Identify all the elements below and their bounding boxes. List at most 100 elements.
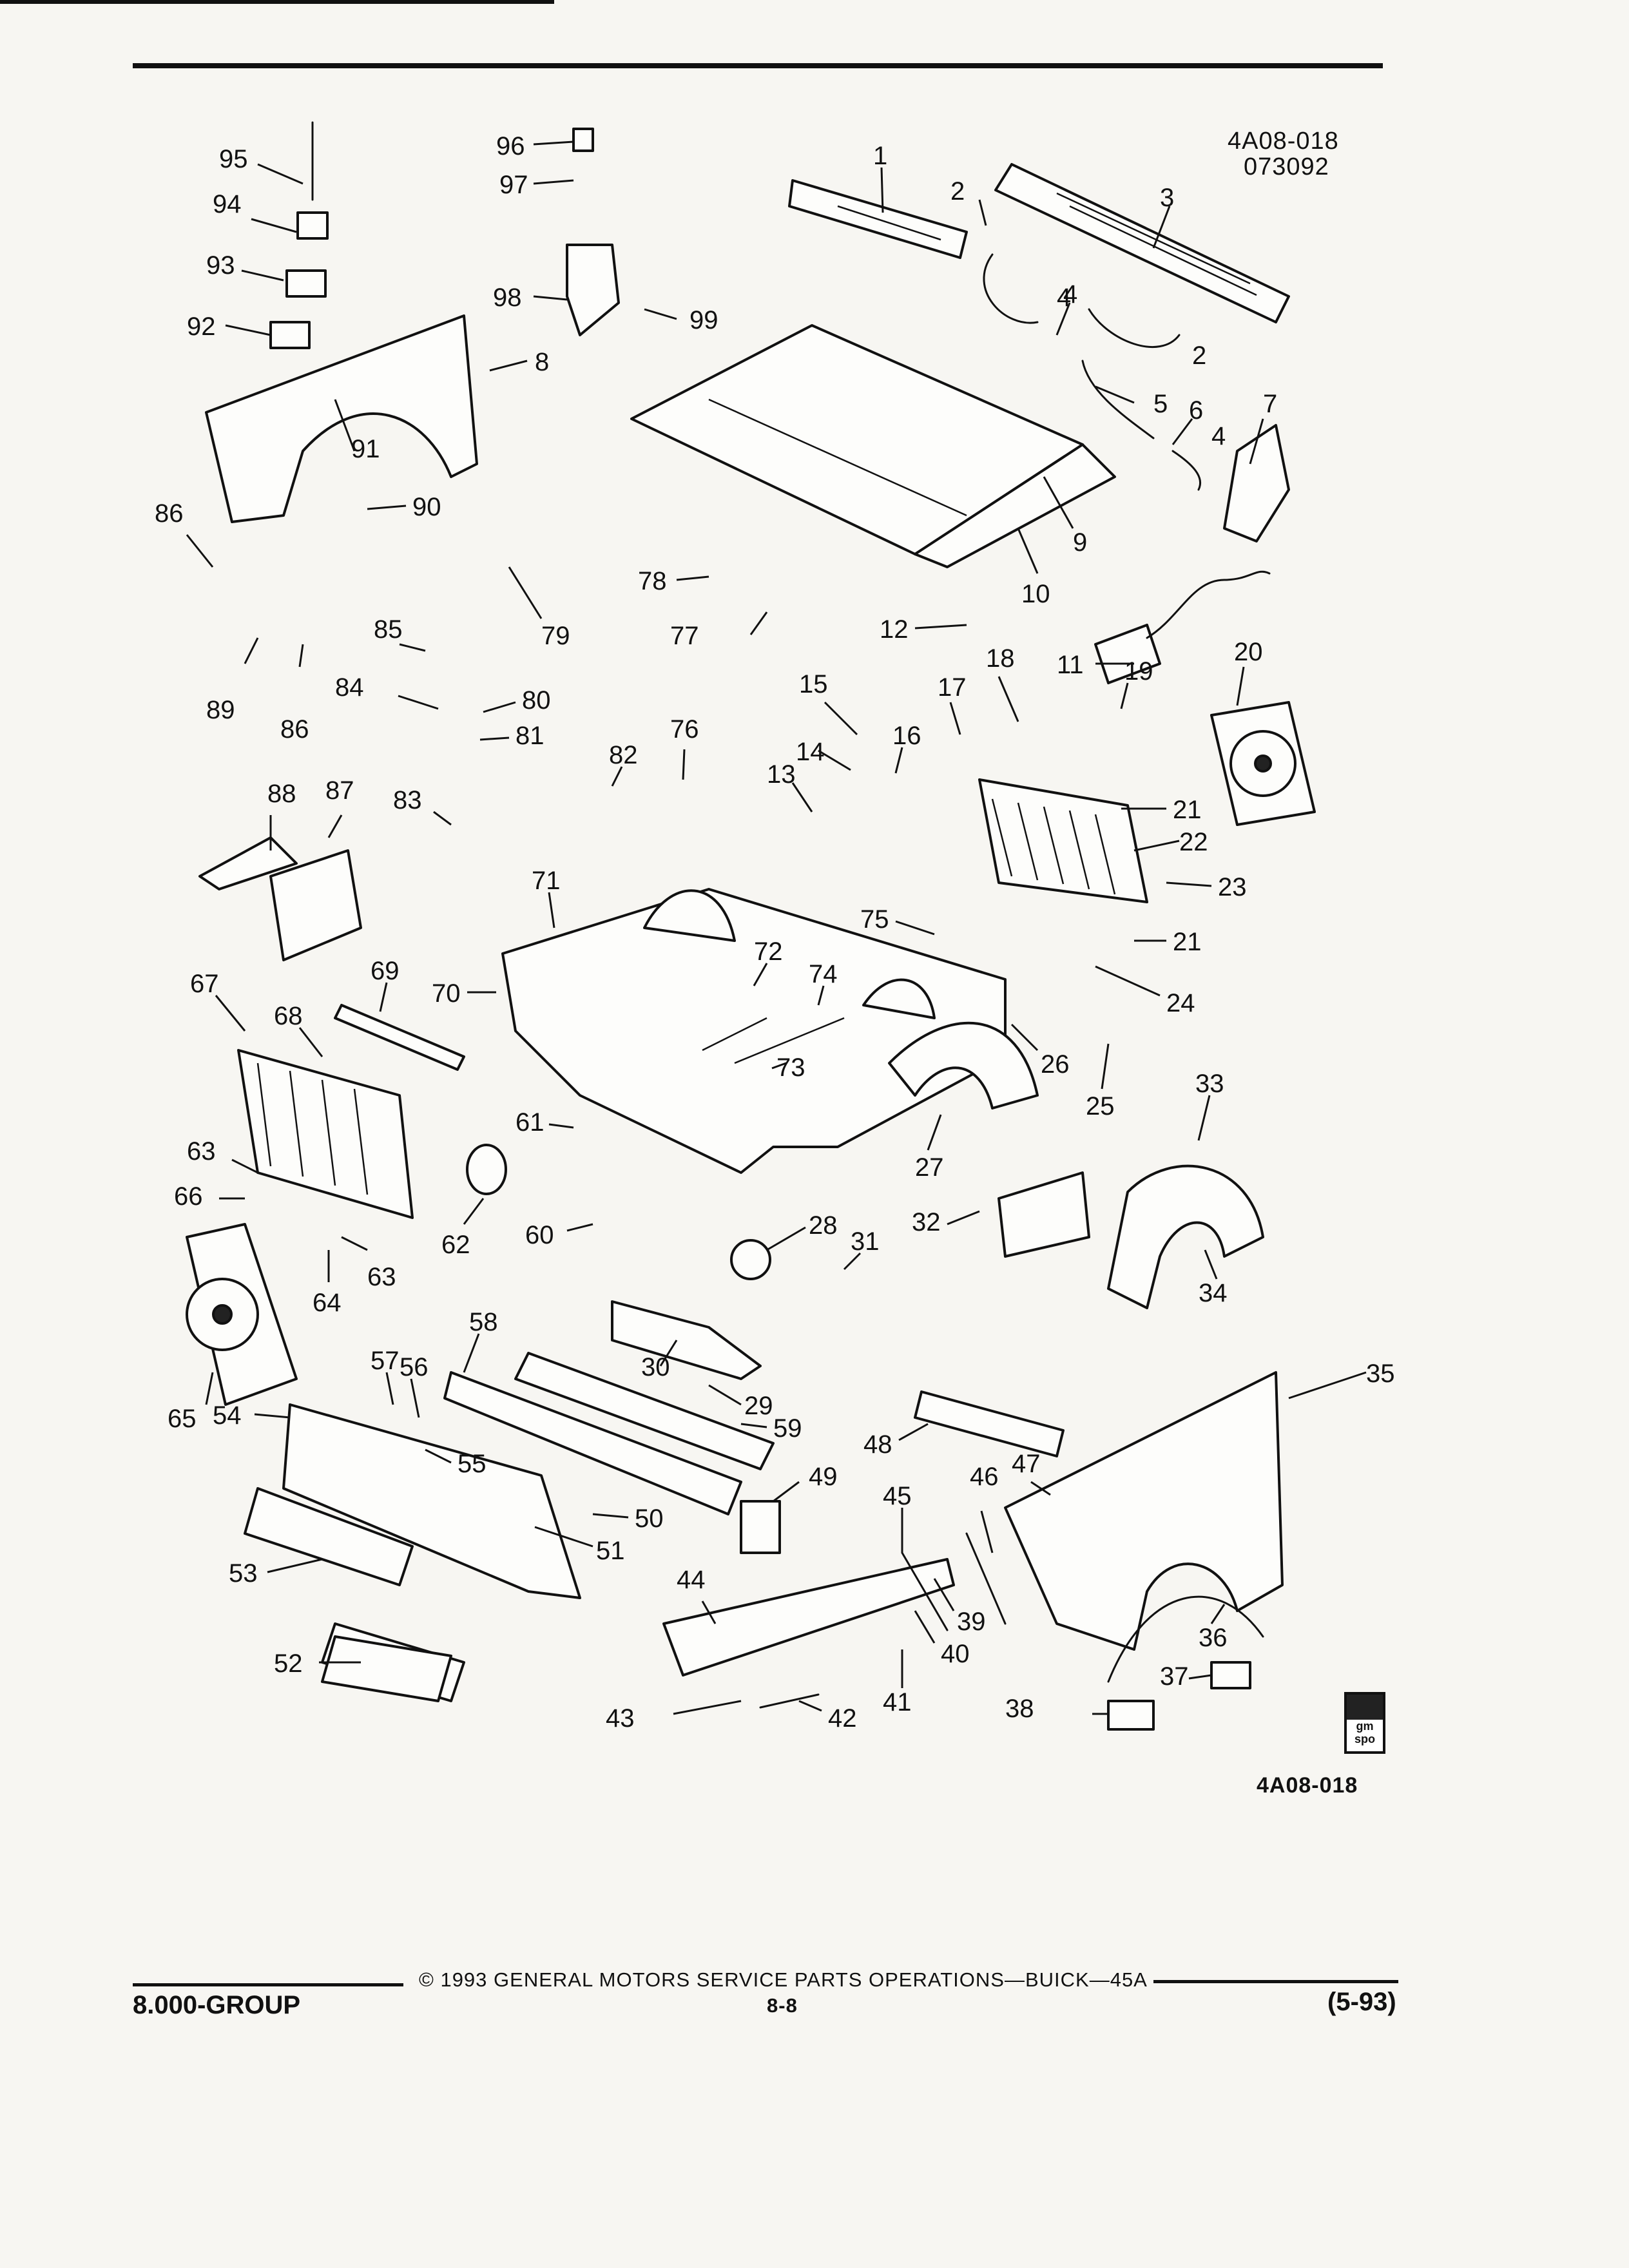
callout-5: 5 [1153, 390, 1168, 418]
figure-code-bottom: 4A08-018 [1257, 1773, 1358, 1798]
coolant-reservoir [1223, 424, 1290, 543]
radiator-left [237, 1049, 414, 1219]
callout-31: 31 [851, 1227, 880, 1256]
callout-36: 36 [1199, 1624, 1228, 1652]
callout-4c: 4 [1057, 284, 1071, 312]
callout-73: 73 [776, 1053, 805, 1082]
callout-97: 97 [499, 171, 528, 199]
callout-74: 74 [809, 960, 838, 988]
callout-65: 65 [168, 1405, 197, 1433]
callout-26: 26 [1041, 1050, 1070, 1079]
callout-67: 67 [190, 970, 219, 998]
callout-69: 69 [371, 957, 400, 985]
callout-88: 88 [267, 780, 296, 808]
illustration-code: 4A08-018 [1228, 128, 1339, 155]
gm-spo-logo: gm spo [1344, 1692, 1385, 1754]
radiator-right [978, 778, 1148, 903]
callout-34: 34 [1199, 1279, 1228, 1307]
callout-35: 35 [1366, 1360, 1395, 1388]
hood-latch-rod [269, 121, 329, 349]
revision-date: (5-93) [1327, 1988, 1396, 2016]
callout-13: 13 [767, 760, 796, 789]
callout-59: 59 [773, 1414, 802, 1443]
callout-4: 4 [1063, 280, 1077, 309]
callout-75: 75 [860, 905, 889, 934]
callout-15: 15 [799, 670, 828, 698]
callout-54: 54 [213, 1401, 242, 1430]
callout-32: 32 [912, 1208, 941, 1236]
callout-61: 61 [516, 1108, 545, 1137]
callout-86: 86 [155, 499, 184, 528]
callout-72: 72 [754, 937, 783, 966]
callout-8: 8 [535, 348, 549, 376]
hood-hinge [1094, 570, 1271, 684]
callout-4b: 4 [1211, 422, 1226, 450]
callout-68: 68 [274, 1002, 303, 1030]
callout-41: 41 [883, 1688, 912, 1716]
date-code: 073092 [1244, 153, 1329, 180]
callout-93: 93 [206, 251, 235, 280]
callout-64: 64 [313, 1289, 342, 1317]
battery-tray [198, 836, 362, 961]
callout-70: 70 [432, 979, 461, 1008]
bumper-brackets [611, 1300, 1065, 1554]
footer-rule-right [1153, 1980, 1398, 1983]
callout-91: 91 [351, 435, 380, 463]
hood-latch-assembly [566, 128, 620, 336]
callout-29: 29 [744, 1392, 773, 1420]
callout-52: 52 [274, 1649, 303, 1678]
callout-42: 42 [828, 1704, 857, 1733]
callout-85: 85 [374, 615, 403, 644]
callout-2b: 2 [1192, 341, 1206, 370]
callout-89: 89 [206, 696, 235, 724]
callout-11: 11 [1057, 651, 1084, 679]
callout-55: 55 [458, 1450, 487, 1478]
callout-21: 21 [1173, 796, 1202, 824]
horn [466, 1144, 771, 1280]
callout-58: 58 [469, 1308, 498, 1336]
callout-40: 40 [941, 1640, 970, 1668]
callout-98: 98 [493, 284, 522, 312]
callout-49: 49 [809, 1463, 838, 1491]
callout-46: 46 [970, 1463, 999, 1491]
callout-3: 3 [1160, 184, 1174, 212]
callout-21b: 21 [1173, 928, 1202, 956]
gm-spo-logo-gm: gm [1356, 1719, 1374, 1733]
blower-fan-upper [1210, 701, 1316, 826]
cowl-vent-panel [788, 163, 1290, 323]
callout-63b: 63 [367, 1263, 396, 1291]
callout-87: 87 [325, 776, 354, 805]
callout-99: 99 [689, 306, 718, 334]
callout-30: 30 [641, 1353, 670, 1381]
callout-24: 24 [1166, 989, 1195, 1017]
callouts: 1 2 2 3 4 4 4 5 6 7 8 9 10 11 12 13 14 1… [155, 132, 1395, 1733]
callout-94: 94 [213, 190, 242, 218]
callout-86b: 86 [280, 715, 309, 744]
callout-80: 80 [522, 686, 551, 715]
callout-77: 77 [670, 622, 699, 650]
callout-37: 37 [1160, 1662, 1189, 1691]
gm-spo-logo-spo: spo [1354, 1732, 1375, 1745]
callout-2: 2 [950, 177, 965, 206]
copyright-line: © 1993 GENERAL MOTORS SERVICE PARTS OPER… [419, 1968, 1148, 1991]
callout-82: 82 [609, 741, 638, 769]
callout-17: 17 [938, 673, 967, 702]
fender-inner-panel [888, 1021, 1039, 1110]
callout-10: 10 [1021, 580, 1050, 608]
callout-7: 7 [1263, 390, 1277, 418]
callout-44: 44 [677, 1566, 706, 1594]
gm-spo-logo-top [1347, 1695, 1383, 1720]
splash-shield [998, 1164, 1264, 1309]
callout-20: 20 [1234, 638, 1263, 666]
callout-51: 51 [596, 1537, 625, 1565]
callout-60: 60 [525, 1221, 554, 1249]
callout-47: 47 [1012, 1450, 1041, 1478]
fan-shroud-left [186, 1223, 298, 1406]
leader-lines [186, 140, 1367, 1715]
callout-62: 62 [441, 1231, 470, 1259]
footer-rule-left [133, 1983, 403, 1986]
callout-22: 22 [1179, 828, 1208, 856]
radiator-baffle [334, 1004, 465, 1071]
callout-48: 48 [863, 1430, 892, 1459]
